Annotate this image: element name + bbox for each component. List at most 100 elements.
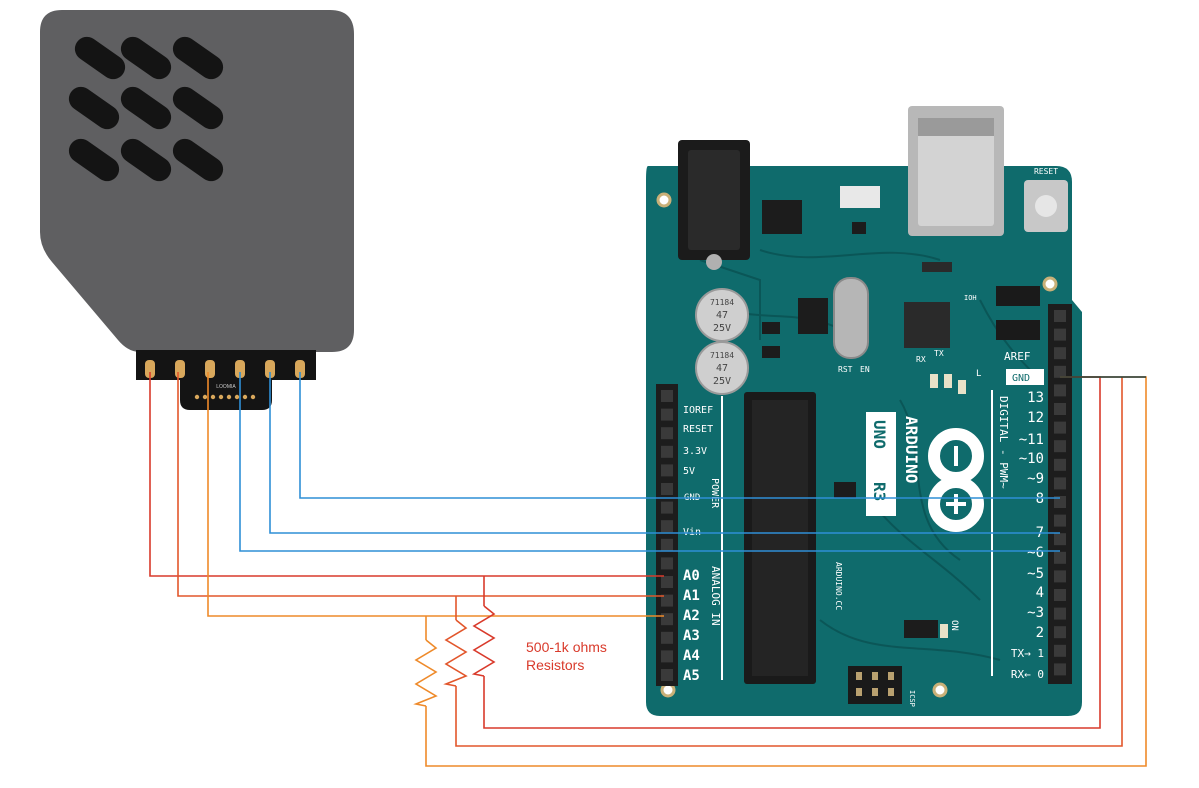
digital-header-pin <box>1054 477 1066 490</box>
power-header-pin <box>661 613 673 626</box>
arduino-uno-board: RESET 71184 47 25V 71184 47 <box>646 106 1082 716</box>
wire-orange1-resistor-tail <box>455 377 1123 747</box>
sensor-brand-label: LOOMIA <box>216 384 236 390</box>
digital-header-pin <box>1054 347 1066 360</box>
ioh-jumper <box>996 286 1040 340</box>
digital-pin-label: ~10 <box>1019 451 1044 467</box>
power-header-pin <box>661 390 673 402</box>
sensor-vents <box>68 36 224 182</box>
on-led-label: ON <box>949 620 959 631</box>
digital-header-pin <box>1054 440 1066 453</box>
arduino-site: ARDUINO.CC <box>834 562 843 610</box>
analog-label-a4: A4 <box>683 648 700 664</box>
digital-header-pin <box>1054 551 1066 564</box>
digital-pin-label: 12 <box>1027 410 1044 426</box>
cap-2-text-a: 71184 <box>710 351 734 360</box>
power-header-pin <box>661 408 673 421</box>
usb-connector <box>908 106 1004 236</box>
digital-header-pin <box>1054 589 1066 601</box>
reset-button: RESET <box>1024 167 1068 232</box>
icsp-header <box>848 666 902 704</box>
ioh-label: IOH <box>964 294 977 302</box>
cap-1-text-c: 25V <box>713 323 731 334</box>
wire-blue-pin8 <box>299 372 1060 499</box>
gnd-top-box <box>1006 369 1044 385</box>
digital-header-pin <box>1054 403 1066 415</box>
sensor-connector-tail <box>136 350 316 410</box>
digital-header-pin <box>1054 496 1066 508</box>
digital-section-label: DIGITAL - PWM~ <box>997 396 1010 489</box>
power-header-pin <box>661 427 673 440</box>
status-leds <box>930 374 966 638</box>
resistor-3 <box>413 639 438 707</box>
analog-label-a3: A3 <box>683 628 700 644</box>
power-header-pin <box>661 576 673 588</box>
dc-power-jack <box>678 140 750 270</box>
model-uno: UNO <box>870 420 889 449</box>
power-header-pin <box>661 557 673 570</box>
power-header-pin <box>661 464 673 477</box>
power-header-pin <box>661 669 673 681</box>
digital-pin-label: 13 <box>1027 390 1044 406</box>
digital-header-pins <box>1054 310 1066 676</box>
brand-arduino: ARDUINO <box>902 416 921 483</box>
power-label-3v3: 3.3V <box>683 446 707 457</box>
power-header-pin <box>661 538 673 551</box>
digital-header-pin <box>1054 328 1066 341</box>
analog-label-a0: A0 <box>683 568 700 584</box>
power-header <box>656 384 678 686</box>
power-label-reset: RESET <box>683 424 713 435</box>
sensor-vias <box>194 394 256 400</box>
rst-label: RST <box>838 365 853 374</box>
rx-led-label: RX <box>916 355 926 364</box>
digital-pin-label: ~11 <box>1019 432 1044 448</box>
atmega-chip <box>744 392 816 684</box>
analog-label-a2: A2 <box>683 608 700 624</box>
digital-header-pin <box>1054 626 1066 639</box>
power-header-pin <box>661 445 673 458</box>
arduino-infinity-logo <box>928 428 984 532</box>
icsp-label: ICSP <box>908 690 916 707</box>
power-label-5v: 5V <box>683 466 695 477</box>
digital-header-pin <box>1054 514 1066 527</box>
analog-label-a5: A5 <box>683 668 700 684</box>
resistor-1 <box>471 605 496 677</box>
resistor-annotation-line2: Resistors <box>526 657 584 673</box>
digital-pin-label: ~3 <box>1027 605 1044 621</box>
wire-red-a1 <box>177 372 664 597</box>
power-header-pin <box>661 650 673 663</box>
pressure-sensor: LOOMIA <box>40 10 354 410</box>
digital-pin-label: 8 <box>1036 491 1044 507</box>
digital-pin-label: ~9 <box>1027 471 1044 487</box>
cap-1-text-b: 47 <box>716 310 728 321</box>
digital-header-pin <box>1054 421 1066 434</box>
crystal-oscillator <box>833 277 869 359</box>
digital-pin-label: 2 <box>1036 625 1044 641</box>
digital-header-pin <box>1054 570 1066 583</box>
power-header-pin <box>661 483 673 495</box>
wire-red-a0 <box>149 372 664 577</box>
cap-2-text-b: 47 <box>716 363 728 374</box>
digital-pin-label: TX→ 1 <box>1011 647 1044 660</box>
power-label-ioref: IOREF <box>683 405 713 416</box>
capacitor-1: 71184 47 25V <box>695 288 749 342</box>
model-r3: R3 <box>870 482 889 501</box>
wire-blue-pin7 <box>269 372 1060 534</box>
resistor-2 <box>443 619 468 687</box>
power-header-pin <box>661 594 673 607</box>
digital-header-pin <box>1054 644 1066 657</box>
resistor-annotation-line1: 500-1k ohms <box>526 639 607 655</box>
power-header-pins <box>661 390 673 681</box>
power-header-pin <box>661 631 673 644</box>
digital-header-pin <box>1054 533 1066 546</box>
digital-header-pin <box>1054 663 1066 676</box>
power-section-label: POWER <box>709 478 720 509</box>
power-header-pin <box>661 520 673 533</box>
cap-1-text-a: 71184 <box>710 298 734 307</box>
capacitor-2: 71184 47 25V <box>695 341 749 395</box>
en-label: EN <box>860 365 870 374</box>
cap-2-text-c: 25V <box>713 376 731 387</box>
digital-header-pin <box>1054 365 1066 378</box>
l-led-label: L <box>976 369 981 379</box>
